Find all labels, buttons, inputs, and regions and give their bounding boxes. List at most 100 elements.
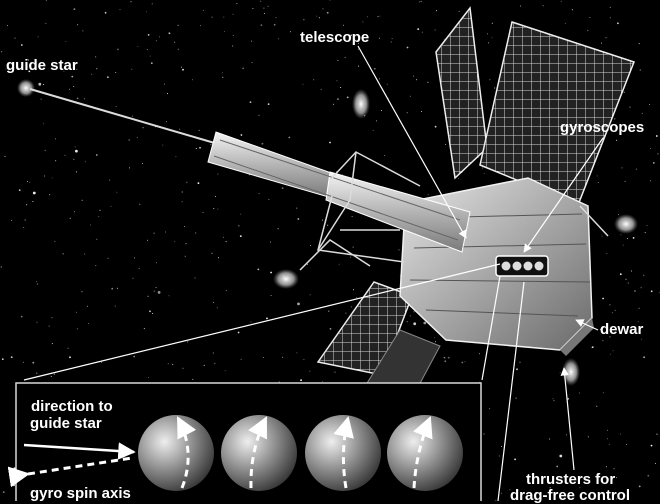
star xyxy=(632,237,635,239)
star xyxy=(249,101,252,104)
label-telescope: telescope xyxy=(300,29,370,46)
star xyxy=(77,24,79,26)
star xyxy=(619,273,622,276)
star xyxy=(337,98,339,100)
star xyxy=(224,370,226,372)
star xyxy=(434,125,437,128)
star xyxy=(602,392,604,394)
solar-panel-upper-left xyxy=(435,6,488,180)
star xyxy=(376,120,378,122)
star xyxy=(32,191,36,195)
star xyxy=(149,55,151,57)
star xyxy=(372,130,374,132)
star xyxy=(290,31,291,33)
star xyxy=(36,372,38,374)
star xyxy=(252,7,254,9)
star xyxy=(596,405,598,407)
star xyxy=(184,226,186,227)
star xyxy=(50,375,52,377)
star xyxy=(149,310,151,313)
star xyxy=(613,468,615,470)
star xyxy=(164,83,165,85)
star xyxy=(182,68,184,71)
star xyxy=(119,9,121,11)
gyro-sphere-3 xyxy=(305,415,381,491)
star xyxy=(609,17,611,19)
star xyxy=(153,290,155,292)
star xyxy=(358,65,359,67)
star xyxy=(406,321,408,323)
star xyxy=(114,305,116,307)
star xyxy=(69,217,71,219)
star xyxy=(515,397,517,399)
star xyxy=(578,392,580,394)
star xyxy=(350,34,353,37)
star xyxy=(258,114,260,116)
star xyxy=(51,317,53,319)
star xyxy=(343,24,344,26)
star xyxy=(82,30,84,32)
star xyxy=(318,17,320,19)
thruster-glow-right xyxy=(614,214,638,234)
star xyxy=(27,181,29,182)
star xyxy=(655,463,656,464)
star xyxy=(366,16,368,18)
star xyxy=(42,122,44,124)
star xyxy=(96,238,98,240)
star xyxy=(275,17,277,19)
star xyxy=(185,243,187,245)
star xyxy=(65,41,67,42)
star xyxy=(345,312,347,314)
star xyxy=(263,357,264,358)
star xyxy=(650,444,653,447)
star xyxy=(242,67,245,70)
star xyxy=(606,253,608,254)
star xyxy=(37,283,39,285)
star xyxy=(316,15,318,17)
star xyxy=(596,175,598,177)
star xyxy=(168,32,171,35)
star xyxy=(627,282,629,284)
star xyxy=(14,37,16,39)
star xyxy=(4,156,6,157)
star xyxy=(104,11,107,14)
gyroscope-housing xyxy=(495,255,549,277)
star xyxy=(329,0,331,1)
star xyxy=(615,477,617,479)
star xyxy=(115,72,117,73)
star xyxy=(567,397,569,399)
star xyxy=(13,484,15,487)
star xyxy=(87,305,89,307)
star xyxy=(556,465,559,468)
star xyxy=(236,3,238,5)
star xyxy=(99,209,101,211)
star xyxy=(73,8,76,11)
star xyxy=(420,0,422,2)
star xyxy=(306,263,308,265)
star xyxy=(137,46,139,47)
star xyxy=(98,216,100,218)
star xyxy=(421,31,423,33)
star xyxy=(623,91,625,93)
label-gyro-spin-axis: gyro spin axis xyxy=(30,485,131,502)
star xyxy=(303,19,305,21)
star xyxy=(54,240,56,242)
label-thrusters: thrusters for xyxy=(526,471,616,488)
star xyxy=(222,76,224,78)
star xyxy=(40,98,42,100)
star xyxy=(116,191,118,193)
star xyxy=(559,372,561,374)
star xyxy=(620,433,622,435)
star xyxy=(417,28,420,30)
star xyxy=(327,224,329,226)
star xyxy=(49,194,51,196)
star xyxy=(378,37,380,39)
star xyxy=(549,438,550,440)
star xyxy=(174,41,176,43)
star xyxy=(258,193,260,195)
star xyxy=(232,45,234,47)
star xyxy=(211,252,213,254)
star xyxy=(100,361,102,363)
star xyxy=(111,287,114,290)
star xyxy=(636,168,638,170)
